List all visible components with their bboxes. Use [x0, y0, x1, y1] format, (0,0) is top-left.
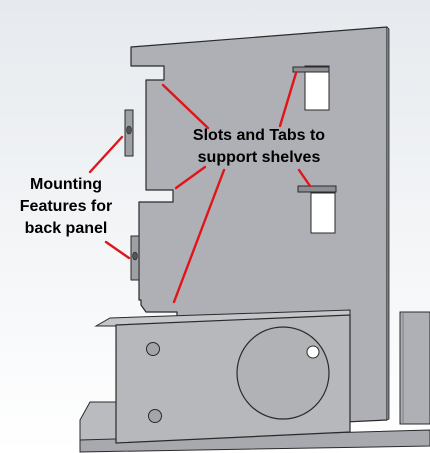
callout-mounting-line-2: Features for	[19, 198, 113, 215]
shelf-slot-upper	[292, 65, 330, 111]
leader-line-tab-upper	[278, 71, 298, 128]
callout-slots-line-1: Slots and Tabs to	[192, 127, 326, 144]
callout-slots-and-tabs: Slots and Tabs to support shelves	[180, 125, 338, 169]
leader-lines	[88, 71, 312, 304]
bottom-tray	[79, 309, 430, 453]
callout-mounting-features: Mounting Features for back panel	[10, 174, 122, 240]
shelf-slot-lower	[297, 185, 337, 234]
leader-line-mount-lower	[104, 240, 131, 260]
callout-mounting-line-3: back panel	[24, 220, 108, 237]
leader-line-tab-lower	[297, 168, 312, 188]
mounting-flange-upper	[124, 109, 134, 157]
leader-line-slot-middle	[174, 165, 207, 190]
leader-line-slot-top	[161, 83, 210, 130]
mounting-flange-lower	[130, 235, 140, 281]
leader-line-mount-upper	[88, 135, 124, 174]
callout-slots-line-2: support shelves	[197, 149, 321, 166]
callout-mounting-line-1: Mounting	[30, 176, 102, 193]
leader-line-slot-bottom	[172, 168, 226, 304]
right-side-plate	[399, 311, 430, 425]
